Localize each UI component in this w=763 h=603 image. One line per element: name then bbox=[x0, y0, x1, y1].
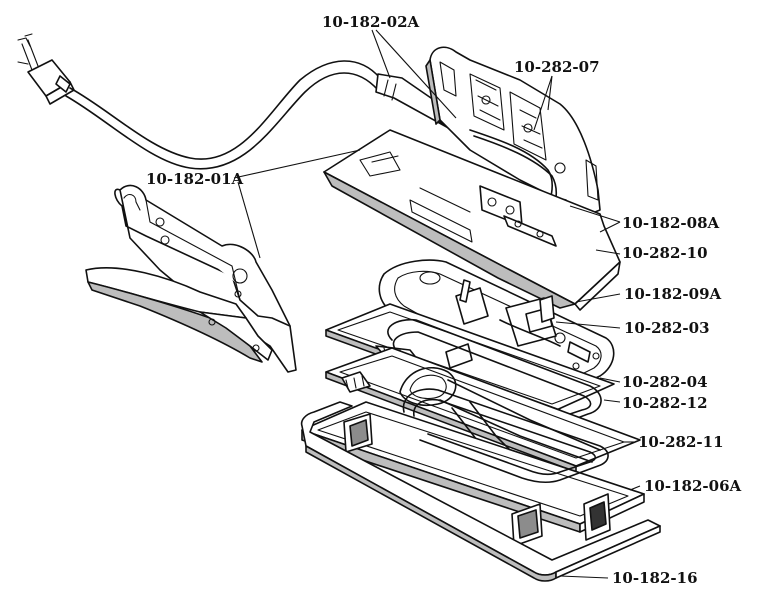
label-top-plate: 10-282-10 bbox=[622, 244, 708, 262]
base bbox=[301, 388, 645, 547]
label-gasket-upper: 10-282-04 bbox=[622, 373, 708, 391]
thermostat-plate bbox=[378, 259, 615, 395]
label-thermostat: 10-282-03 bbox=[624, 319, 710, 337]
label-gasket-lower: 10-282-11 bbox=[638, 433, 724, 451]
plug bbox=[17, 33, 75, 105]
label-element: 10-282-12 bbox=[622, 394, 708, 412]
part-labels: 10-182-02A 10-282-07 10-182-01A 10-182-0… bbox=[146, 13, 742, 587]
label-shoe: 10-182-16 bbox=[612, 569, 698, 587]
label-hinge-parts: 10-282-07 bbox=[514, 58, 600, 76]
handle bbox=[85, 184, 297, 373]
top-cover bbox=[323, 129, 621, 311]
leader-lines bbox=[233, 29, 641, 579]
gasket-lower bbox=[325, 347, 641, 473]
shoe bbox=[300, 401, 661, 582]
label-screws: 10-182-08A bbox=[622, 214, 720, 232]
label-base: 10-182-06A bbox=[644, 477, 742, 495]
label-cover: 10-182-09A bbox=[624, 285, 722, 303]
label-handle: 10-182-01A bbox=[146, 170, 244, 188]
label-cord: 10-182-02A bbox=[322, 13, 420, 31]
